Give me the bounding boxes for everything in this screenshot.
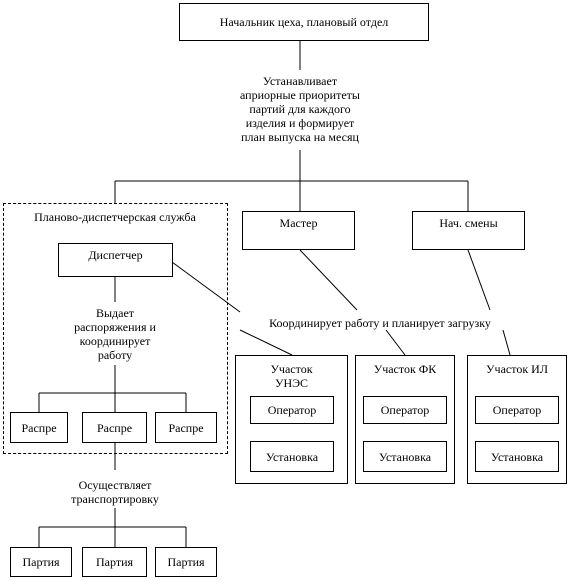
- dispatch-service-title: Планово-диспетчерская служба: [34, 210, 196, 224]
- site-unes-operator-label: Оператор: [267, 403, 317, 417]
- connector-to-site-2: [385, 329, 406, 356]
- distributor-box-2: Распре: [82, 412, 147, 443]
- site-il-installation-label: Установка: [490, 449, 544, 464]
- connector-to-site-3: [502, 329, 511, 356]
- site-il-installation-box: Установка: [475, 441, 559, 472]
- site-label-il: Участок ИЛ: [486, 362, 548, 376]
- distributor-label-3: Распре: [168, 420, 204, 435]
- head-planning-box: Начальник цеха, плановый отдел: [179, 3, 429, 41]
- batch-label-2: Партия: [95, 555, 134, 569]
- shift-head-box: Нач. смены: [412, 211, 525, 250]
- batch-box-3: Партия: [155, 547, 217, 577]
- connector-to-site-1: [239, 329, 293, 356]
- batch-label-1: Партия: [22, 555, 60, 569]
- batch-box-1: Партия: [10, 547, 72, 577]
- coordination-text: Координирует работу и планирует загрузку: [250, 316, 510, 330]
- site-fk-operator-label: Оператор: [380, 403, 430, 417]
- batch-label-3: Партия: [167, 555, 205, 569]
- master-label: Мастер: [279, 216, 318, 230]
- head-planning-label: Начальник цеха, плановый отдел: [219, 15, 389, 29]
- batch-box-2: Партия: [82, 547, 147, 577]
- master-box: Мастер: [242, 211, 355, 250]
- site-label-unes: Участок УНЭС: [270, 362, 313, 390]
- dispatcher-box: Диспетчер: [58, 243, 173, 277]
- planning-action-text: Устанавливает априорные приоритеты парти…: [215, 74, 385, 144]
- transport-text: Осуществляет транспортировку: [45, 478, 185, 506]
- connector-dispatcher-diagonal: [171, 261, 241, 313]
- dispatcher-action-text: Выдает распоряжения и координирует работ…: [55, 306, 175, 362]
- site-label-fk: Участок ФК: [373, 362, 437, 376]
- dispatch-service-frame: [3, 203, 228, 454]
- distributor-label-1: Распре: [21, 420, 57, 435]
- shift-head-label: Нач. смены: [439, 216, 498, 230]
- distributor-box-3: Распре: [155, 412, 217, 443]
- site-fk-operator-box: Оператор: [363, 396, 447, 424]
- site-fk-installation-box: Установка: [363, 441, 447, 472]
- connector-master-diagonal: [299, 249, 358, 311]
- distributor-label-2: Распре: [96, 420, 133, 435]
- site-il-operator-box: Оператор: [475, 396, 559, 424]
- site-fk-installation-label: Установка: [378, 449, 432, 464]
- site-il-operator-label: Оператор: [492, 403, 542, 417]
- dispatcher-label: Диспетчер: [88, 248, 143, 262]
- site-unes-installation-label: Установка: [265, 449, 319, 464]
- site-unes-operator-box: Оператор: [250, 396, 334, 424]
- site-unes-installation-box: Установка: [250, 441, 334, 472]
- connector-shift-diagonal: [467, 249, 491, 311]
- distributor-box-1: Распре: [10, 412, 68, 443]
